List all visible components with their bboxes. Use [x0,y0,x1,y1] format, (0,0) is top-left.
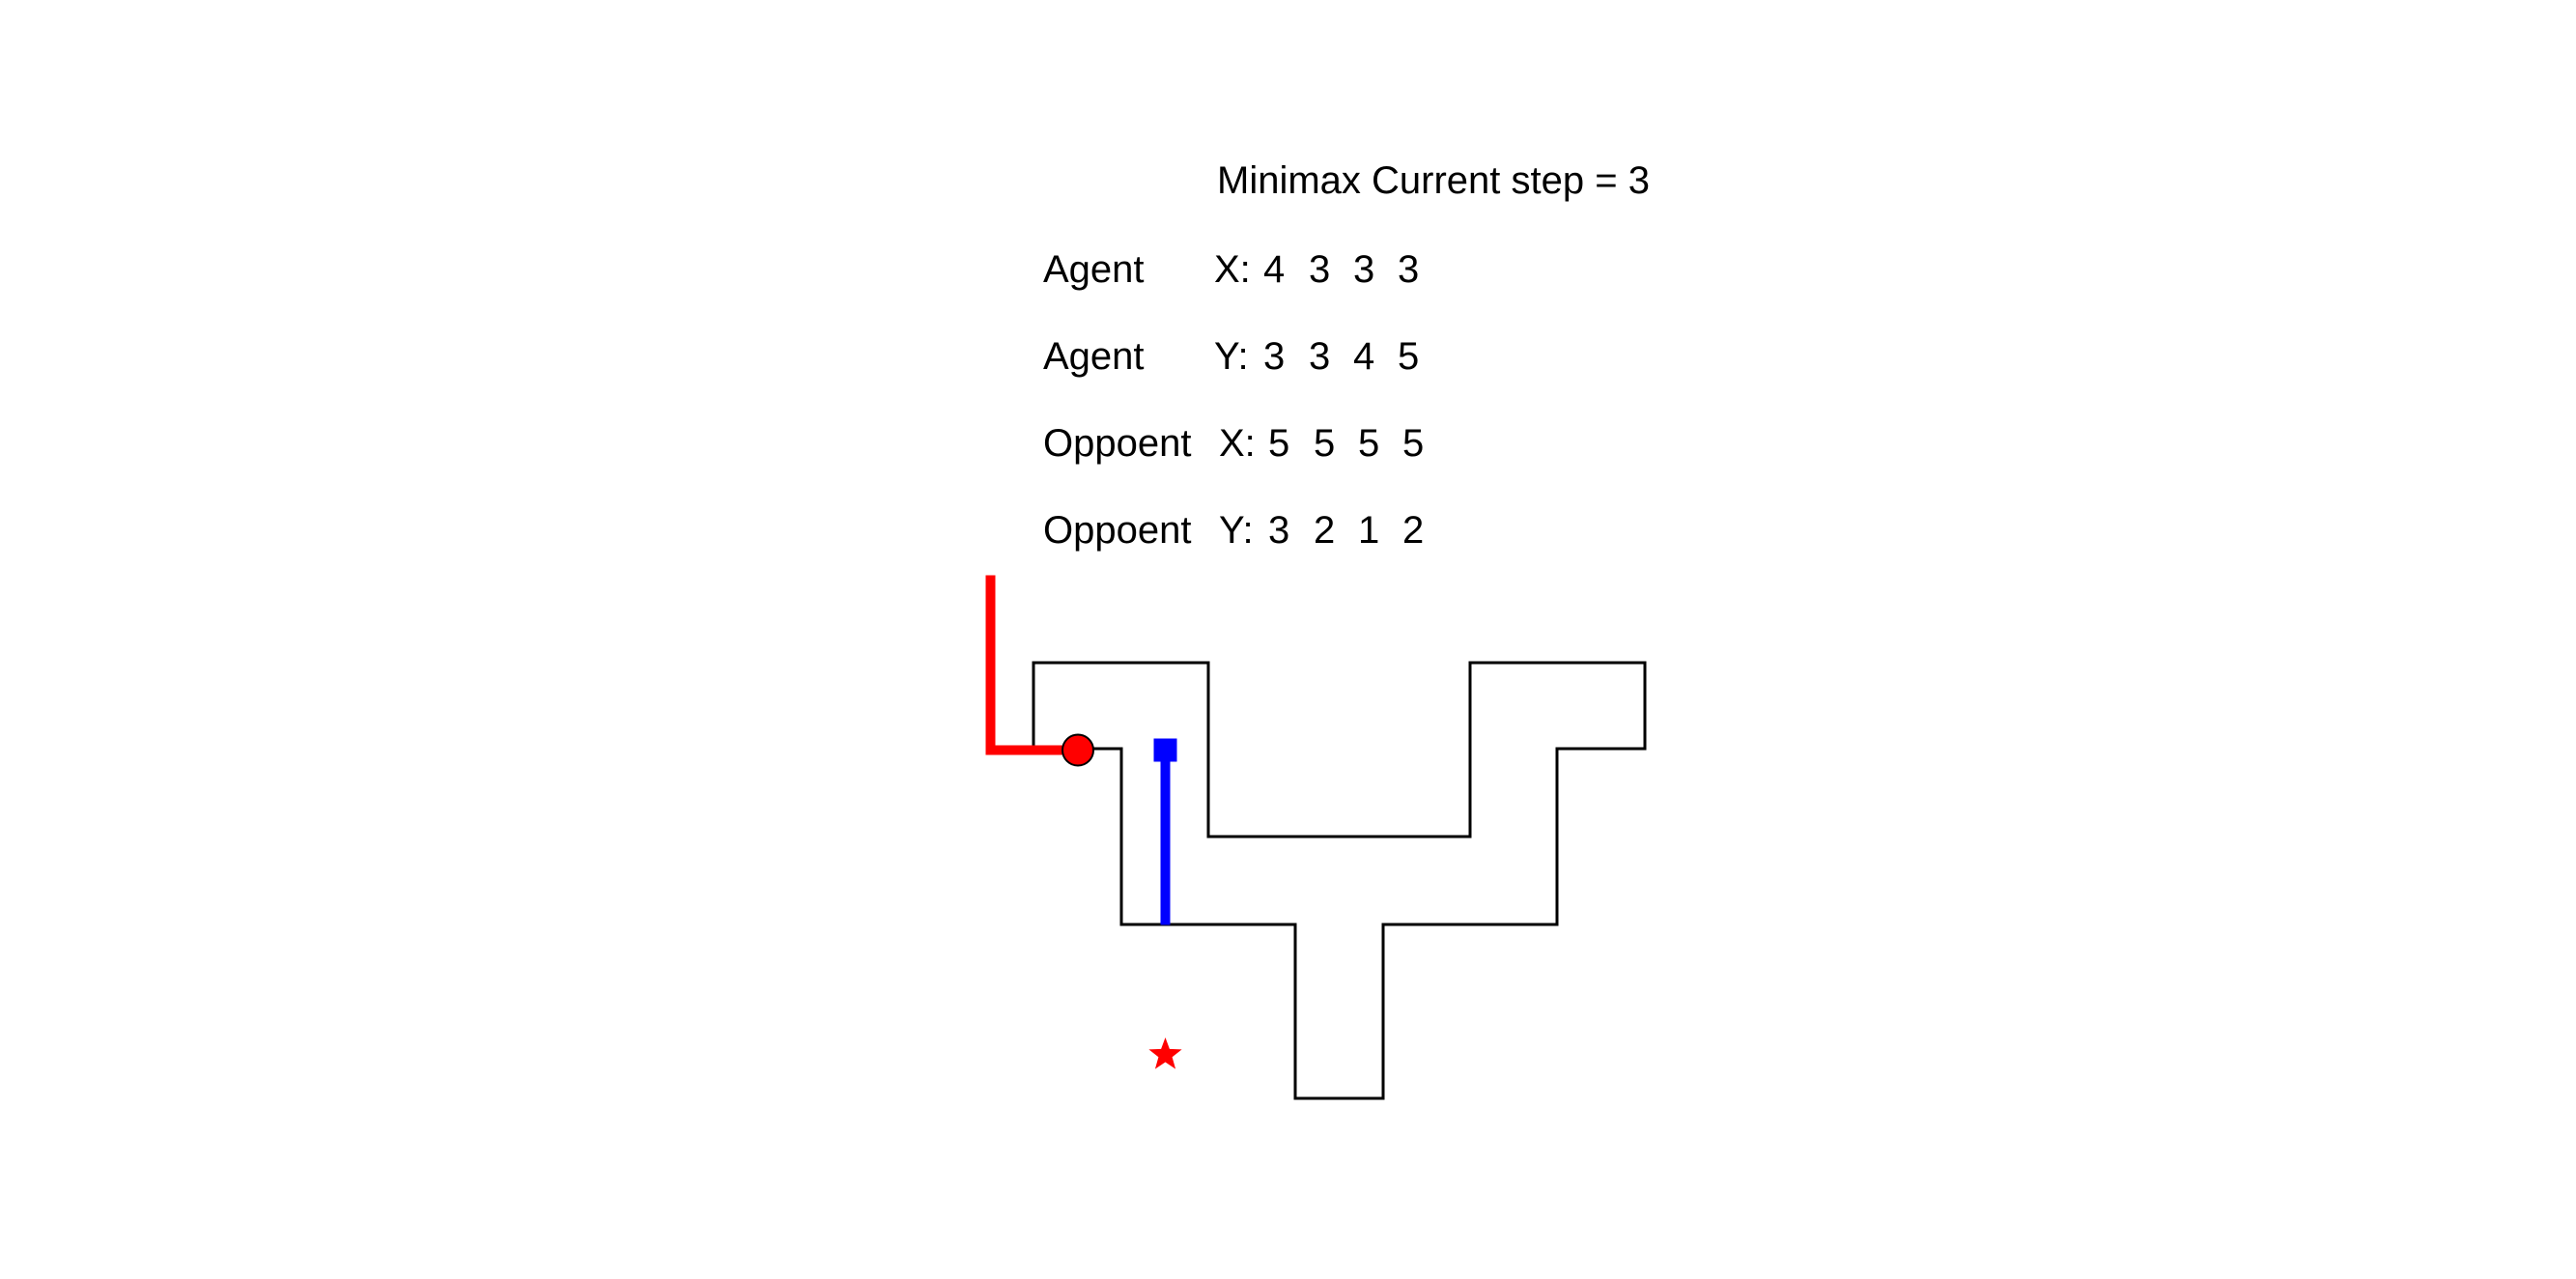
row-label: Oppoent [1043,422,1192,465]
row-value: 4 [1263,248,1286,291]
row-label: Agent [1043,248,1145,291]
row-value: 5 [1358,422,1380,465]
row-value: 1 [1358,509,1380,552]
row-value: 3 [1309,335,1331,378]
maze-walls [1032,661,1647,1100]
row-value: 3 [1268,509,1290,552]
row-value: 5 [1398,335,1420,378]
row-value: 2 [1314,509,1336,552]
row-value: 2 [1402,509,1425,552]
row-value: 5 [1314,422,1336,465]
row-label: Oppoent [1043,509,1192,552]
row-label: Agent [1043,335,1145,378]
axis-label: X: [1214,248,1251,291]
agent-path [985,575,1078,755]
step-title: Minimax Current step = 3 [1217,159,1650,202]
opponent-marker [1153,738,1177,762]
axis-label: Y: [1214,335,1249,378]
axis-label: Y: [1219,509,1254,552]
row-value: 3 [1309,248,1331,291]
star-icon [1148,1037,1182,1069]
row-value: 5 [1268,422,1290,465]
row-value: 3 [1353,248,1375,291]
row-value: 3 [1398,248,1420,291]
row-value: 4 [1353,335,1375,378]
row-value: 5 [1402,422,1425,465]
row-value: 3 [1263,335,1286,378]
agent-marker [1062,733,1094,767]
axis-label: X: [1219,422,1256,465]
